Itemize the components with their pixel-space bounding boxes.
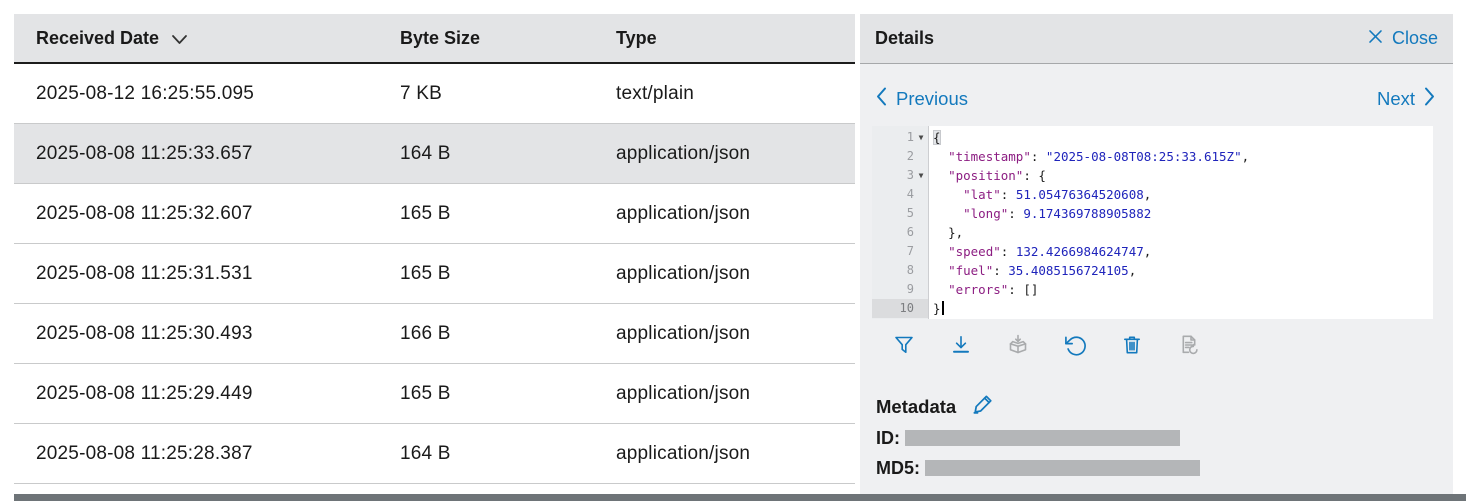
pager: Previous Next bbox=[876, 86, 1435, 112]
column-header-type: Type bbox=[616, 27, 657, 48]
cell-byte-size: 165 B bbox=[400, 262, 451, 284]
cell-byte-size: 166 B bbox=[400, 322, 451, 344]
code-line: } bbox=[933, 299, 1433, 318]
cell-received-date: 2025-08-12 16:25:55.095 bbox=[36, 82, 255, 104]
code-line: }, bbox=[948, 225, 964, 240]
line-number: 2 bbox=[906, 149, 914, 163]
json-editor[interactable]: 1▼ 2 3▼ 4 5 6 7 8 9 10 { "timestamp": "2025-08-08… bbox=[872, 126, 1433, 319]
line-number: 4 bbox=[906, 187, 914, 201]
edit-metadata-button[interactable] bbox=[972, 392, 995, 418]
code-line: "speed": 132.4266984624747, bbox=[948, 244, 1152, 259]
cell-type: application/json bbox=[616, 382, 751, 404]
code-line: "errors": [] bbox=[948, 282, 1039, 297]
download-button[interactable] bbox=[948, 332, 974, 358]
fold-toggle-icon[interactable]: ▼ bbox=[918, 171, 924, 180]
sort-descending-icon bbox=[171, 34, 188, 45]
cell-type: text/plain bbox=[616, 82, 695, 104]
table-row[interactable]: 2025-08-12 16:25:55.095 7 KB text/plain bbox=[14, 64, 855, 124]
redacted-value bbox=[925, 460, 1200, 476]
code-line: { bbox=[933, 130, 941, 145]
cell-type: application/json bbox=[616, 142, 751, 164]
details-body: Previous Next 1▼ 2 3▼ 4 5 6 7 8 9 10 { "timestamp… bbox=[860, 64, 1453, 494]
next-button[interactable]: Next bbox=[1377, 87, 1435, 111]
line-number: 8 bbox=[906, 263, 914, 277]
reprocess-icon bbox=[1182, 335, 1198, 355]
table-row[interactable]: 2025-08-08 11:25:28.387 164 B application/… bbox=[14, 424, 855, 484]
table-header: Received Date Byte Size Type bbox=[14, 14, 855, 64]
restore-button[interactable] bbox=[1062, 332, 1088, 358]
redacted-value bbox=[905, 430, 1180, 446]
cell-type: application/json bbox=[616, 322, 751, 344]
filter-icon bbox=[895, 336, 913, 353]
editor-line-numbers: 1▼ 2 3▼ 4 5 6 7 8 9 10 bbox=[872, 126, 929, 319]
table-row[interactable]: 2025-08-08 11:25:33.657 164 B application/… bbox=[14, 124, 855, 184]
previous-button[interactable]: Previous bbox=[876, 87, 968, 111]
cell-received-date: 2025-08-08 11:25:32.607 bbox=[36, 202, 253, 224]
line-number: 6 bbox=[906, 225, 914, 239]
cell-received-date: 2025-08-08 11:25:33.657 bbox=[36, 142, 253, 164]
cell-byte-size: 7 KB bbox=[400, 82, 442, 104]
metadata-title: Metadata bbox=[876, 396, 957, 417]
messages-table: Received Date Byte Size Type 2025-08-12 … bbox=[14, 14, 855, 484]
cell-received-date: 2025-08-08 11:25:30.493 bbox=[36, 322, 253, 344]
code-line: "long": 9.174369788905882 bbox=[963, 206, 1152, 221]
code-line: "lat": 51.05476364520608, bbox=[963, 187, 1152, 202]
cell-type: application/json bbox=[616, 442, 751, 464]
message-actions-toolbar bbox=[891, 332, 1453, 358]
details-panel: Details Close Previous Next bbox=[860, 14, 1453, 494]
cell-type: application/json bbox=[616, 202, 751, 224]
table-row[interactable]: 2025-08-08 11:25:30.493 166 B application/… bbox=[14, 304, 855, 364]
code-line: "fuel": 35.4085156724105, bbox=[948, 263, 1137, 278]
unpack-button bbox=[1005, 332, 1031, 358]
reprocess-button bbox=[1176, 332, 1202, 358]
metadata-field-label: ID: bbox=[876, 427, 900, 448]
delete-icon bbox=[1124, 336, 1140, 354]
cell-type: application/json bbox=[616, 262, 751, 284]
line-number: 10 bbox=[872, 299, 928, 318]
line-number: 1▼ bbox=[872, 128, 928, 147]
fold-toggle-icon[interactable]: ▼ bbox=[918, 133, 924, 142]
column-label: Received Date bbox=[36, 27, 160, 48]
column-header-received-date[interactable]: Received Date bbox=[14, 28, 400, 49]
horizontal-scrollbar[interactable] bbox=[14, 494, 1466, 501]
line-number: 3▼ bbox=[872, 166, 928, 185]
code-line: "timestamp": "2025-08-08T08:25:33.615Z", bbox=[948, 149, 1250, 164]
cell-byte-size: 165 B bbox=[400, 202, 451, 224]
cell-byte-size: 164 B bbox=[400, 442, 451, 464]
line-number: 7 bbox=[906, 244, 914, 258]
cell-byte-size: 164 B bbox=[400, 142, 451, 164]
metadata-field-label: MD5: bbox=[876, 457, 920, 478]
filter-button[interactable] bbox=[891, 332, 917, 358]
cell-received-date: 2025-08-08 11:25:31.531 bbox=[36, 262, 253, 284]
restore-icon bbox=[1064, 335, 1086, 356]
cell-received-date: 2025-08-08 11:25:29.449 bbox=[36, 382, 253, 404]
column-header-byte-size: Byte Size bbox=[400, 27, 481, 48]
close-button[interactable]: Close bbox=[1367, 28, 1438, 50]
editor-code: { "timestamp": "2025-08-08T08:25:33.615Z… bbox=[929, 128, 1433, 319]
line-number: 9 bbox=[906, 282, 914, 296]
details-header: Details Close bbox=[860, 14, 1453, 64]
table-row[interactable]: 2025-08-08 11:25:31.531 165 B application/… bbox=[14, 244, 855, 304]
metadata-field: MD5: bbox=[876, 458, 1453, 478]
metadata-section: Metadata ID: MD5: bbox=[876, 392, 1453, 478]
line-number: 5 bbox=[906, 206, 914, 220]
table-row[interactable]: 2025-08-08 11:25:29.449 165 B application/… bbox=[14, 364, 855, 424]
text-cursor bbox=[941, 301, 944, 315]
download-icon bbox=[953, 336, 969, 353]
chevron-left-icon bbox=[876, 87, 887, 111]
table-row[interactable]: 2025-08-08 11:25:32.607 165 B application/… bbox=[14, 184, 855, 244]
metadata-field: ID: bbox=[876, 428, 1453, 448]
details-title: Details bbox=[875, 28, 935, 48]
cell-byte-size: 165 B bbox=[400, 382, 451, 404]
pencil-icon bbox=[972, 392, 995, 418]
unpack-icon bbox=[1009, 334, 1027, 354]
delete-button[interactable] bbox=[1119, 332, 1145, 358]
cell-received-date: 2025-08-08 11:25:28.387 bbox=[36, 442, 253, 464]
chevron-right-icon bbox=[1424, 87, 1435, 111]
close-icon bbox=[1367, 28, 1384, 50]
code-line: "position": { bbox=[948, 168, 1046, 183]
